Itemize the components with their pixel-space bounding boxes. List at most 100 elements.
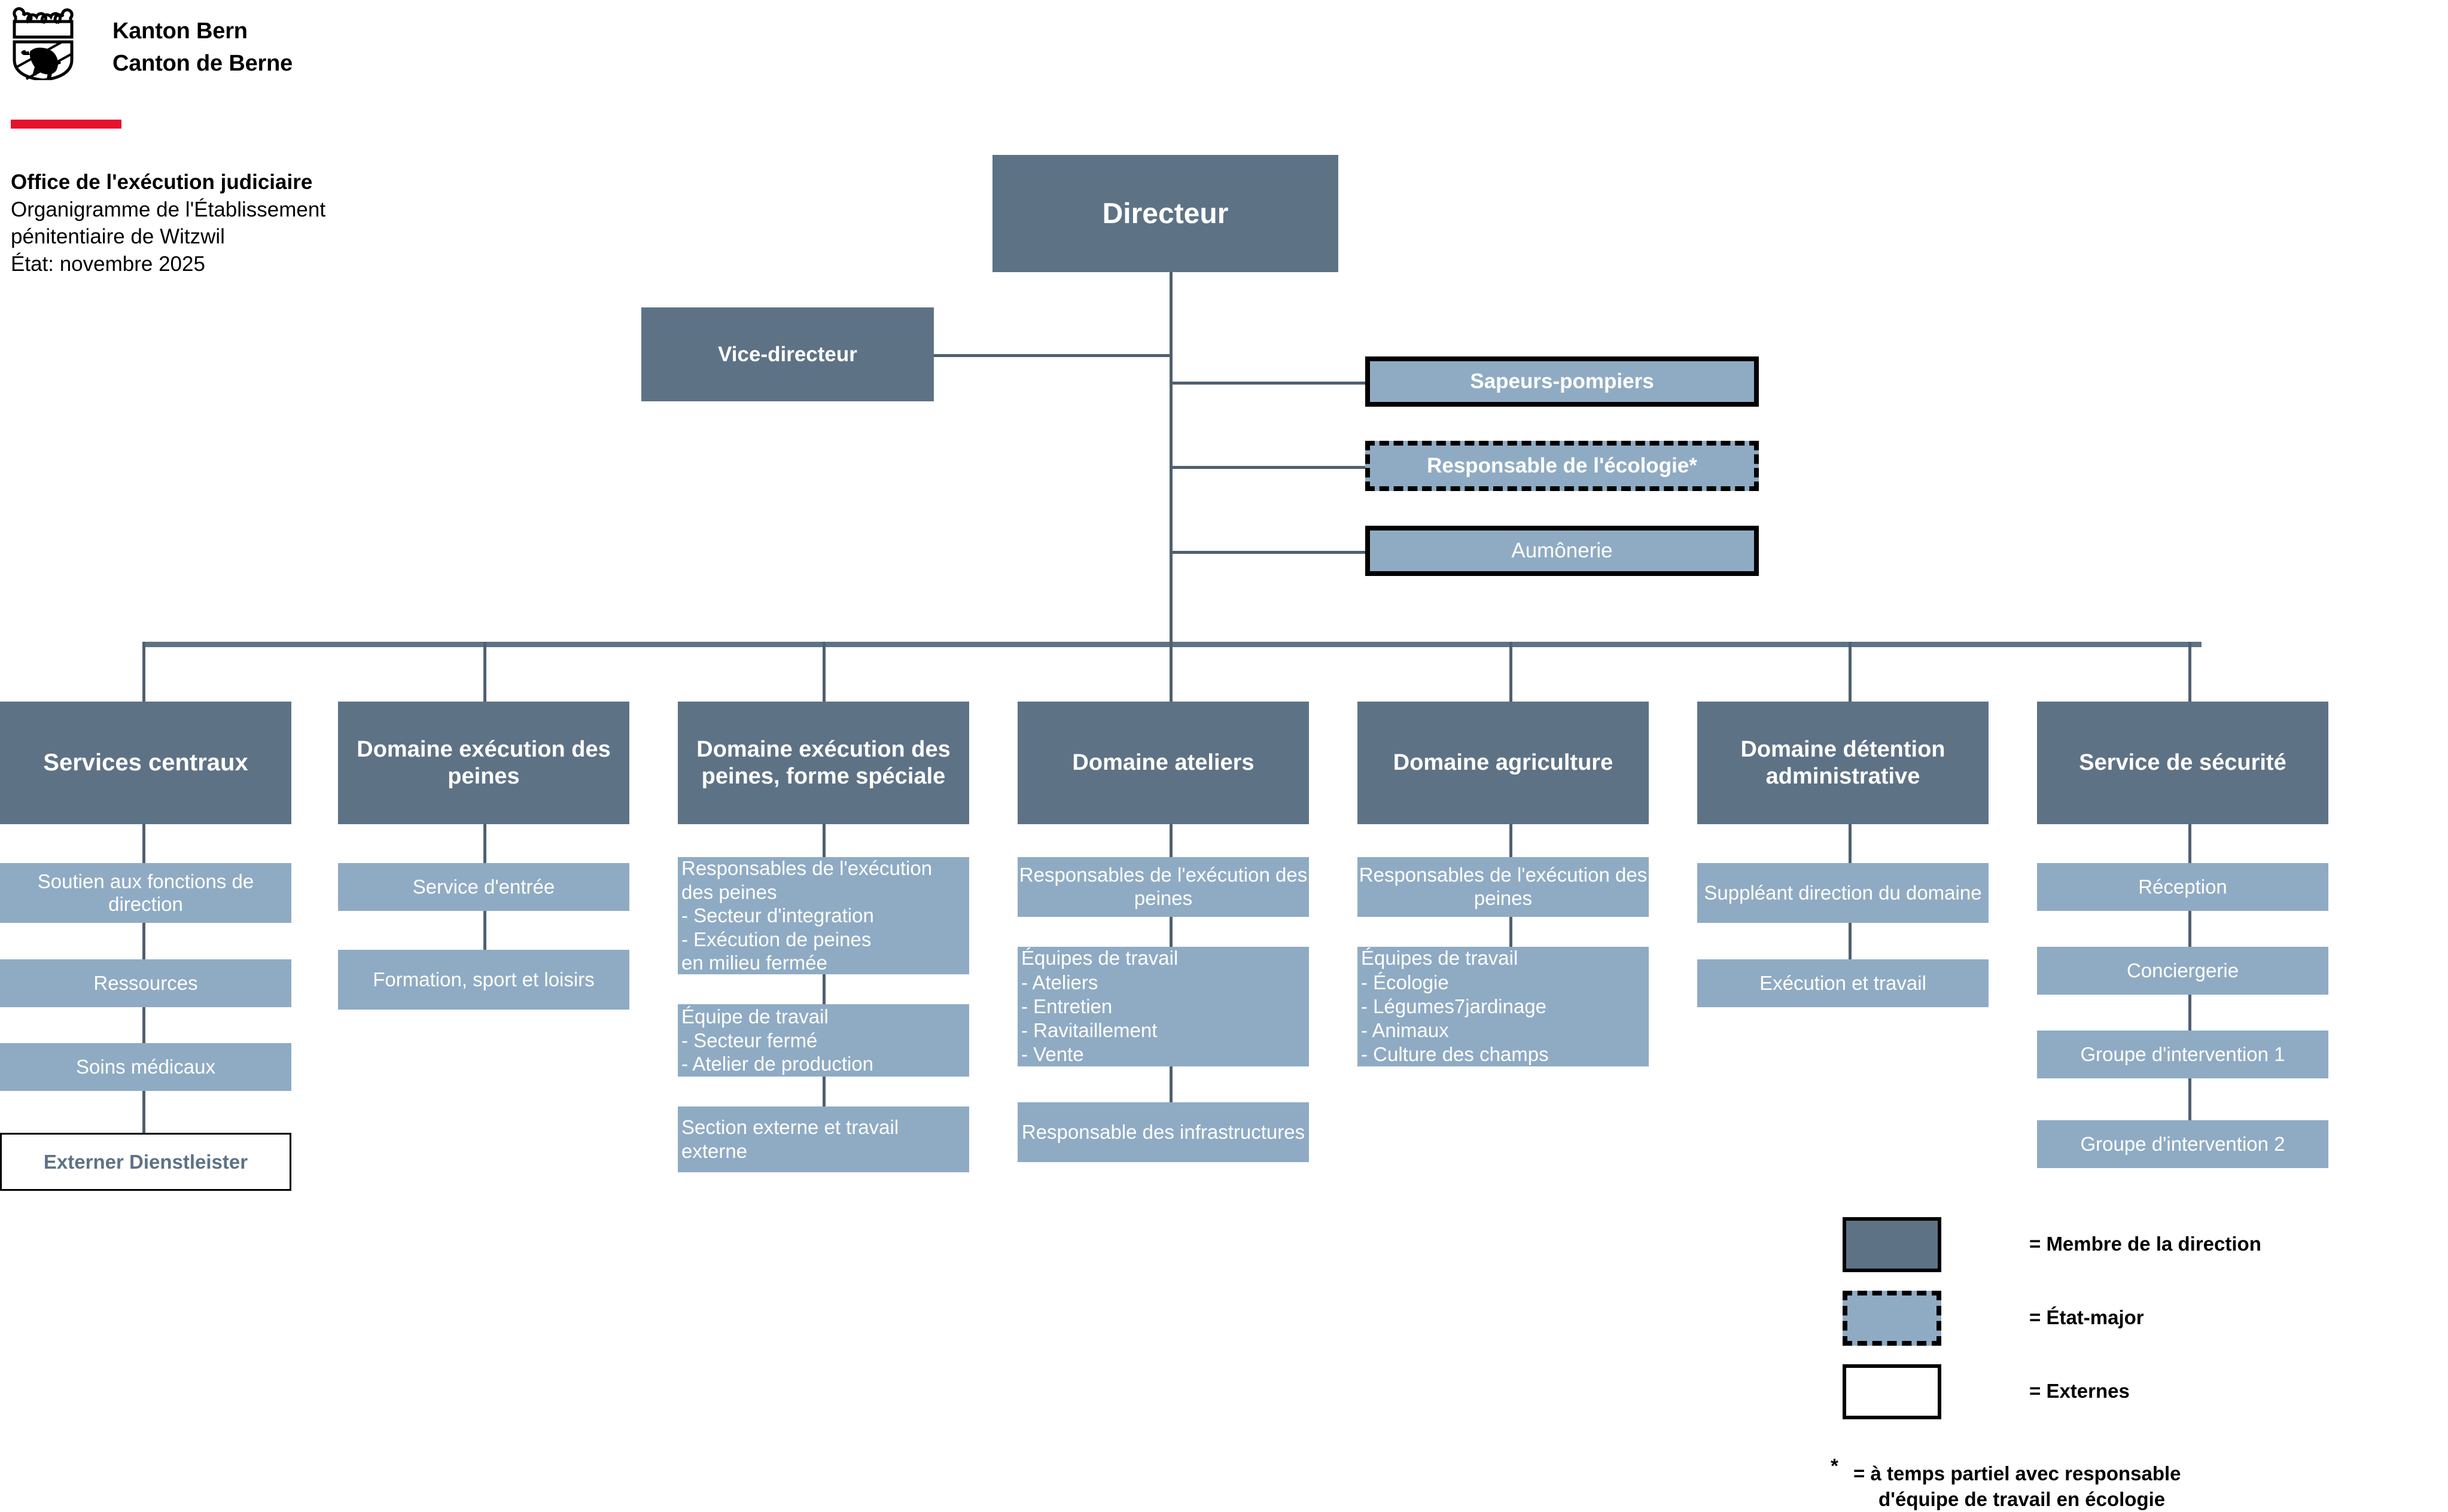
node-domaine-agriculture-label: Domaine agriculture [1393, 750, 1613, 776]
node-services-centraux-label: Services centraux [43, 749, 248, 776]
node-soins-medicaux-label: Soins médicaux [76, 1056, 215, 1078]
node-equipes-travail-ateliers-label: Équipes de travail - Ateliers - Entretie… [1021, 947, 1179, 1066]
node-service-entree-label: Service d'entrée [412, 876, 555, 898]
legend-footnote-line-2: d'équipe de travail en écologie [1878, 1488, 2166, 1510]
connector-col6-drop [1849, 642, 1852, 702]
node-equipe-travail-speciale-label: Équipe de travail - Secteur fermé - Atel… [681, 1005, 874, 1075]
status-date: État: novembre 2025 [11, 252, 205, 276]
node-ressources[interactable]: Ressources [0, 959, 291, 1007]
node-groupe-intervention-1-label: Groupe d'intervention 1 [2080, 1043, 2285, 1065]
connector-col4-c [1170, 1066, 1173, 1102]
node-reception-label: Réception [2138, 876, 2227, 898]
legend-swatch-externes [1843, 1364, 1941, 1419]
connector-staff-3 [1170, 551, 1367, 554]
node-aumonerie[interactable]: Aumônerie [1365, 526, 1759, 576]
node-domaine-ateliers[interactable]: Domaine ateliers [1018, 702, 1309, 824]
connector-col1-c [142, 1007, 145, 1043]
node-vice-director[interactable]: Vice-directeur [641, 307, 934, 401]
node-soins-medicaux[interactable]: Soins médicaux [0, 1043, 291, 1091]
connector-director-trunk [1170, 272, 1173, 646]
node-service-entree[interactable]: Service d'entrée [338, 863, 629, 911]
node-externer-dienstleister-label: Externer Dienstleister [43, 1150, 248, 1173]
connector-staff-2 [1170, 466, 1367, 469]
node-domaine-agriculture[interactable]: Domaine agriculture [1357, 702, 1649, 824]
accent-bar [11, 120, 121, 129]
node-section-externe-travail-externe[interactable]: Section externe et travail externe [678, 1106, 969, 1172]
node-conciergerie[interactable]: Conciergerie [2037, 947, 2328, 995]
node-conciergerie-label: Conciergerie [2126, 959, 2239, 981]
node-sapeurs-pompiers[interactable]: Sapeurs-pompiers [1365, 356, 1759, 407]
node-service-securite[interactable]: Service de sécurité [2037, 702, 2328, 824]
node-equipes-travail-ateliers[interactable]: Équipes de travail - Ateliers - Entretie… [1018, 947, 1309, 1066]
node-equipes-travail-agriculture-label: Équipes de travail - Écologie - Légumes7… [1361, 947, 1549, 1066]
node-domaine-forme-speciale[interactable]: Domaine exécution des peines, forme spéc… [678, 702, 969, 824]
connector-col3-drop [823, 642, 826, 702]
node-groupe-intervention-2-label: Groupe d'intervention 2 [2080, 1133, 2285, 1155]
node-vice-director-label: Vice-directeur [718, 342, 857, 366]
legend-label-etat-major: = État-major [2029, 1306, 2144, 1328]
node-service-securite-label: Service de sécurité [2079, 750, 2286, 776]
node-domaine-ateliers-label: Domaine ateliers [1072, 750, 1255, 776]
node-groupe-intervention-2[interactable]: Groupe d'intervention 2 [2037, 1120, 2328, 1168]
canton-label-de: Kanton Bern [112, 19, 248, 44]
connector-col3-a [823, 824, 826, 857]
node-section-externe-travail-externe-label: Section externe et travail externe [681, 1116, 899, 1162]
connector-col7-b [2188, 911, 2191, 947]
canton-label-fr: Canton de Berne [112, 50, 293, 76]
node-responsables-execution-agriculture[interactable]: Responsables de l'exécution des peines [1357, 857, 1649, 917]
node-groupe-intervention-1[interactable]: Groupe d'intervention 1 [2037, 1031, 2328, 1078]
document-title-block: Office de l'exécution judiciaire Organig… [11, 169, 465, 278]
connector-col4-a [1170, 824, 1173, 857]
subtitle-line-1: Organigramme de l'Établissement [11, 197, 326, 221]
node-externer-dienstleister[interactable]: Externer Dienstleister [0, 1133, 291, 1191]
node-responsable-infrastructures[interactable]: Responsable des infrastructures [1018, 1102, 1309, 1162]
node-sapeurs-pompiers-label: Sapeurs-pompiers [1470, 370, 1654, 393]
node-soutien-fonctions-direction-label: Soutien aux fonctions de direction [37, 870, 254, 915]
node-execution-et-travail[interactable]: Exécution et travail [1697, 959, 1989, 1007]
legend-label-externes: = Externes [2029, 1380, 2130, 1402]
node-responsable-ecologie-label: Responsable de l'écologie* [1427, 454, 1697, 477]
node-responsables-execution-ateliers[interactable]: Responsables de l'exécution des peines [1018, 857, 1309, 917]
node-responsable-infrastructures-label: Responsable des infrastructures [1021, 1120, 1305, 1143]
connector-col5-b [1509, 917, 1512, 947]
node-aumonerie-label: Aumônerie [1511, 539, 1613, 562]
node-domaine-detention-administrative[interactable]: Domaine détention administrative [1697, 702, 1989, 824]
connector-staff-1 [1170, 382, 1367, 385]
node-responsables-execution-ateliers-label: Responsables de l'exécution des peines [1019, 864, 1308, 909]
legend-label-direction: = Membre de la direction [2029, 1233, 2261, 1255]
connector-col2-drop [483, 642, 486, 702]
connector-col7-a [2188, 824, 2191, 863]
node-responsable-ecologie[interactable]: Responsable de l'écologie* [1365, 441, 1759, 491]
node-formation-sport-loisirs[interactable]: Formation, sport et loisirs [338, 950, 629, 1010]
node-soutien-fonctions-direction[interactable]: Soutien aux fonctions de direction [0, 863, 291, 923]
node-formation-sport-loisirs-label: Formation, sport et loisirs [373, 968, 595, 990]
node-suppleant-direction-domaine[interactable]: Suppléant direction du domaine [1697, 863, 1989, 923]
bern-coat-of-arms-icon [13, 7, 74, 80]
node-suppleant-direction-domaine-label: Suppléant direction du domaine [1704, 881, 1982, 904]
node-equipes-travail-agriculture[interactable]: Équipes de travail - Écologie - Légumes7… [1357, 947, 1649, 1066]
node-services-centraux[interactable]: Services centraux [0, 702, 291, 824]
node-responsables-execution-speciale[interactable]: Responsables de l'exécution des peines -… [678, 857, 969, 974]
node-reception[interactable]: Réception [2037, 863, 2328, 911]
connector-col1-a [142, 824, 145, 863]
node-director-label: Directeur [1102, 197, 1229, 230]
connector-col2-a [483, 824, 486, 863]
connector-col1-drop [142, 642, 145, 702]
node-equipe-travail-speciale[interactable]: Équipe de travail - Secteur fermé - Atel… [678, 1004, 969, 1077]
node-domaine-detention-administrative-label: Domaine détention administrative [1740, 736, 1945, 789]
node-responsables-execution-agriculture-label: Responsables de l'exécution des peines [1359, 864, 1648, 909]
connector-col7-c [2188, 995, 2191, 1031]
node-domaine-execution-peines[interactable]: Domaine exécution des peines [338, 702, 629, 824]
page-title: Office de l'exécution judiciaire [11, 170, 313, 194]
node-execution-et-travail-label: Exécution et travail [1759, 972, 1926, 994]
node-responsables-execution-speciale-label: Responsables de l'exécution des peines -… [681, 857, 933, 974]
connector-col7-d [2188, 1078, 2191, 1120]
connector-col6-a [1849, 824, 1852, 863]
connector-col4-drop [1170, 642, 1173, 702]
connector-col2-b [483, 911, 486, 950]
connector-col7-drop [2188, 642, 2191, 702]
node-domaine-forme-speciale-label: Domaine exécution des peines, forme spéc… [696, 736, 951, 789]
node-director[interactable]: Directeur [992, 155, 1338, 272]
connector-col1-d [142, 1091, 145, 1133]
